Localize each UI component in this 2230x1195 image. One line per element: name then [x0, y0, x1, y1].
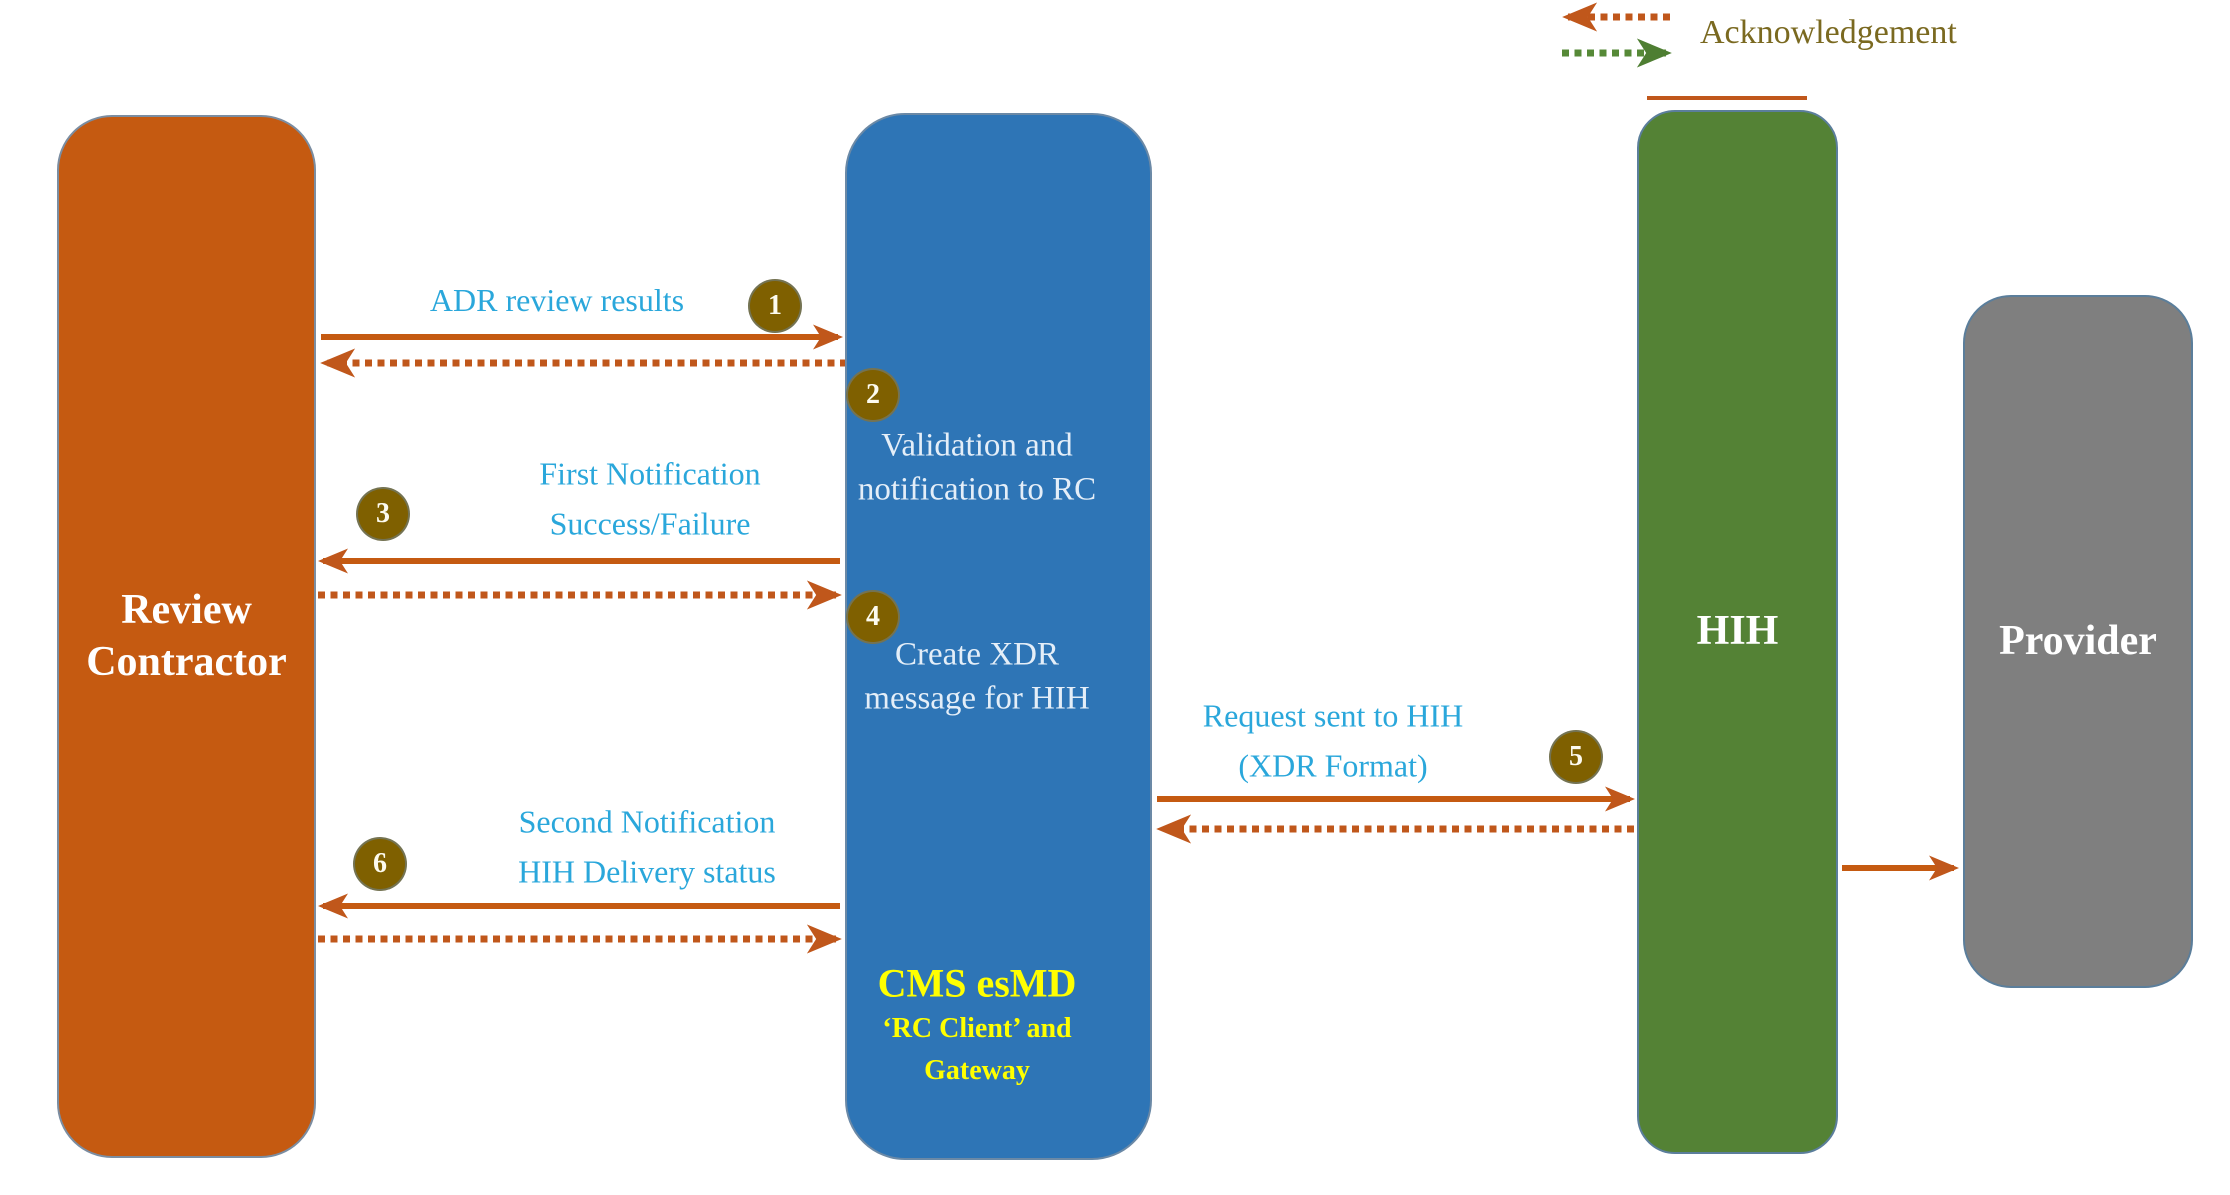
legend-acknowledgement-label: Acknowledgement — [1700, 14, 1957, 51]
cms-step4-line1: Create XDR — [894, 636, 1060, 673]
flow-label-second-notification: Second Notification HIH Delivery status — [518, 797, 776, 896]
cms-esmd-title: CMS esMD — [877, 960, 1077, 1006]
step-circle-3: 3 — [356, 487, 410, 541]
flow-first-line2: Success/Failure — [549, 505, 751, 541]
review-contractor-label-line2: Contractor — [86, 638, 287, 685]
cms-esmd-subtitle: ‘RC Client’ and Gateway — [882, 1008, 1071, 1092]
flow-first-line1: First Notification — [539, 455, 761, 492]
entity-cms-esmd — [845, 113, 1152, 1160]
step-circle-1: 1 — [748, 279, 802, 333]
entity-hih: HIH — [1637, 110, 1838, 1154]
flow-req-line1: Request sent to HIH — [1202, 697, 1464, 734]
cropped-arrow-fragment — [1647, 96, 1807, 100]
entity-provider: Provider — [1963, 295, 2193, 988]
flow-second-line1: Second Notification — [518, 803, 776, 840]
cms-step2-text: Validation and notification to RC — [858, 424, 1096, 511]
flow-label-adr-review-results: ADR review results — [430, 276, 684, 326]
flow-label-first-notification: First Notification Success/Failure — [539, 449, 760, 548]
cms-step4-text: Create XDR message for HIH — [864, 633, 1089, 720]
provider-label: Provider — [1999, 617, 2157, 664]
flow-label-request-to-hih: Request sent to HIH (XDR Format) — [1203, 691, 1463, 790]
review-contractor-label-line1: Review — [121, 587, 252, 634]
step-circle-2: 2 — [846, 368, 900, 422]
cms-esmd-subtitle-line2: Gateway — [924, 1055, 1030, 1086]
cms-step4-line2: message for HIH — [864, 680, 1090, 716]
flow-adr-line1: ADR review results — [429, 282, 685, 319]
step-circle-4: 4 — [846, 590, 900, 644]
flow-req-line2: (XDR Format) — [1238, 747, 1428, 783]
cms-esmd-subtitle-line1: ‘RC Client’ and — [882, 1013, 1072, 1044]
cms-step2-line1: Validation and — [881, 427, 1073, 464]
step-circle-6: 6 — [353, 837, 407, 891]
entity-review-contractor: Review Contractor — [57, 115, 316, 1158]
review-contractor-label: Review Contractor — [86, 585, 287, 687]
cms-step2-line2: notification to RC — [857, 471, 1097, 507]
flow-second-line2: HIH Delivery status — [518, 853, 776, 889]
hih-label: HIH — [1696, 608, 1779, 655]
step-circle-5: 5 — [1549, 730, 1603, 784]
